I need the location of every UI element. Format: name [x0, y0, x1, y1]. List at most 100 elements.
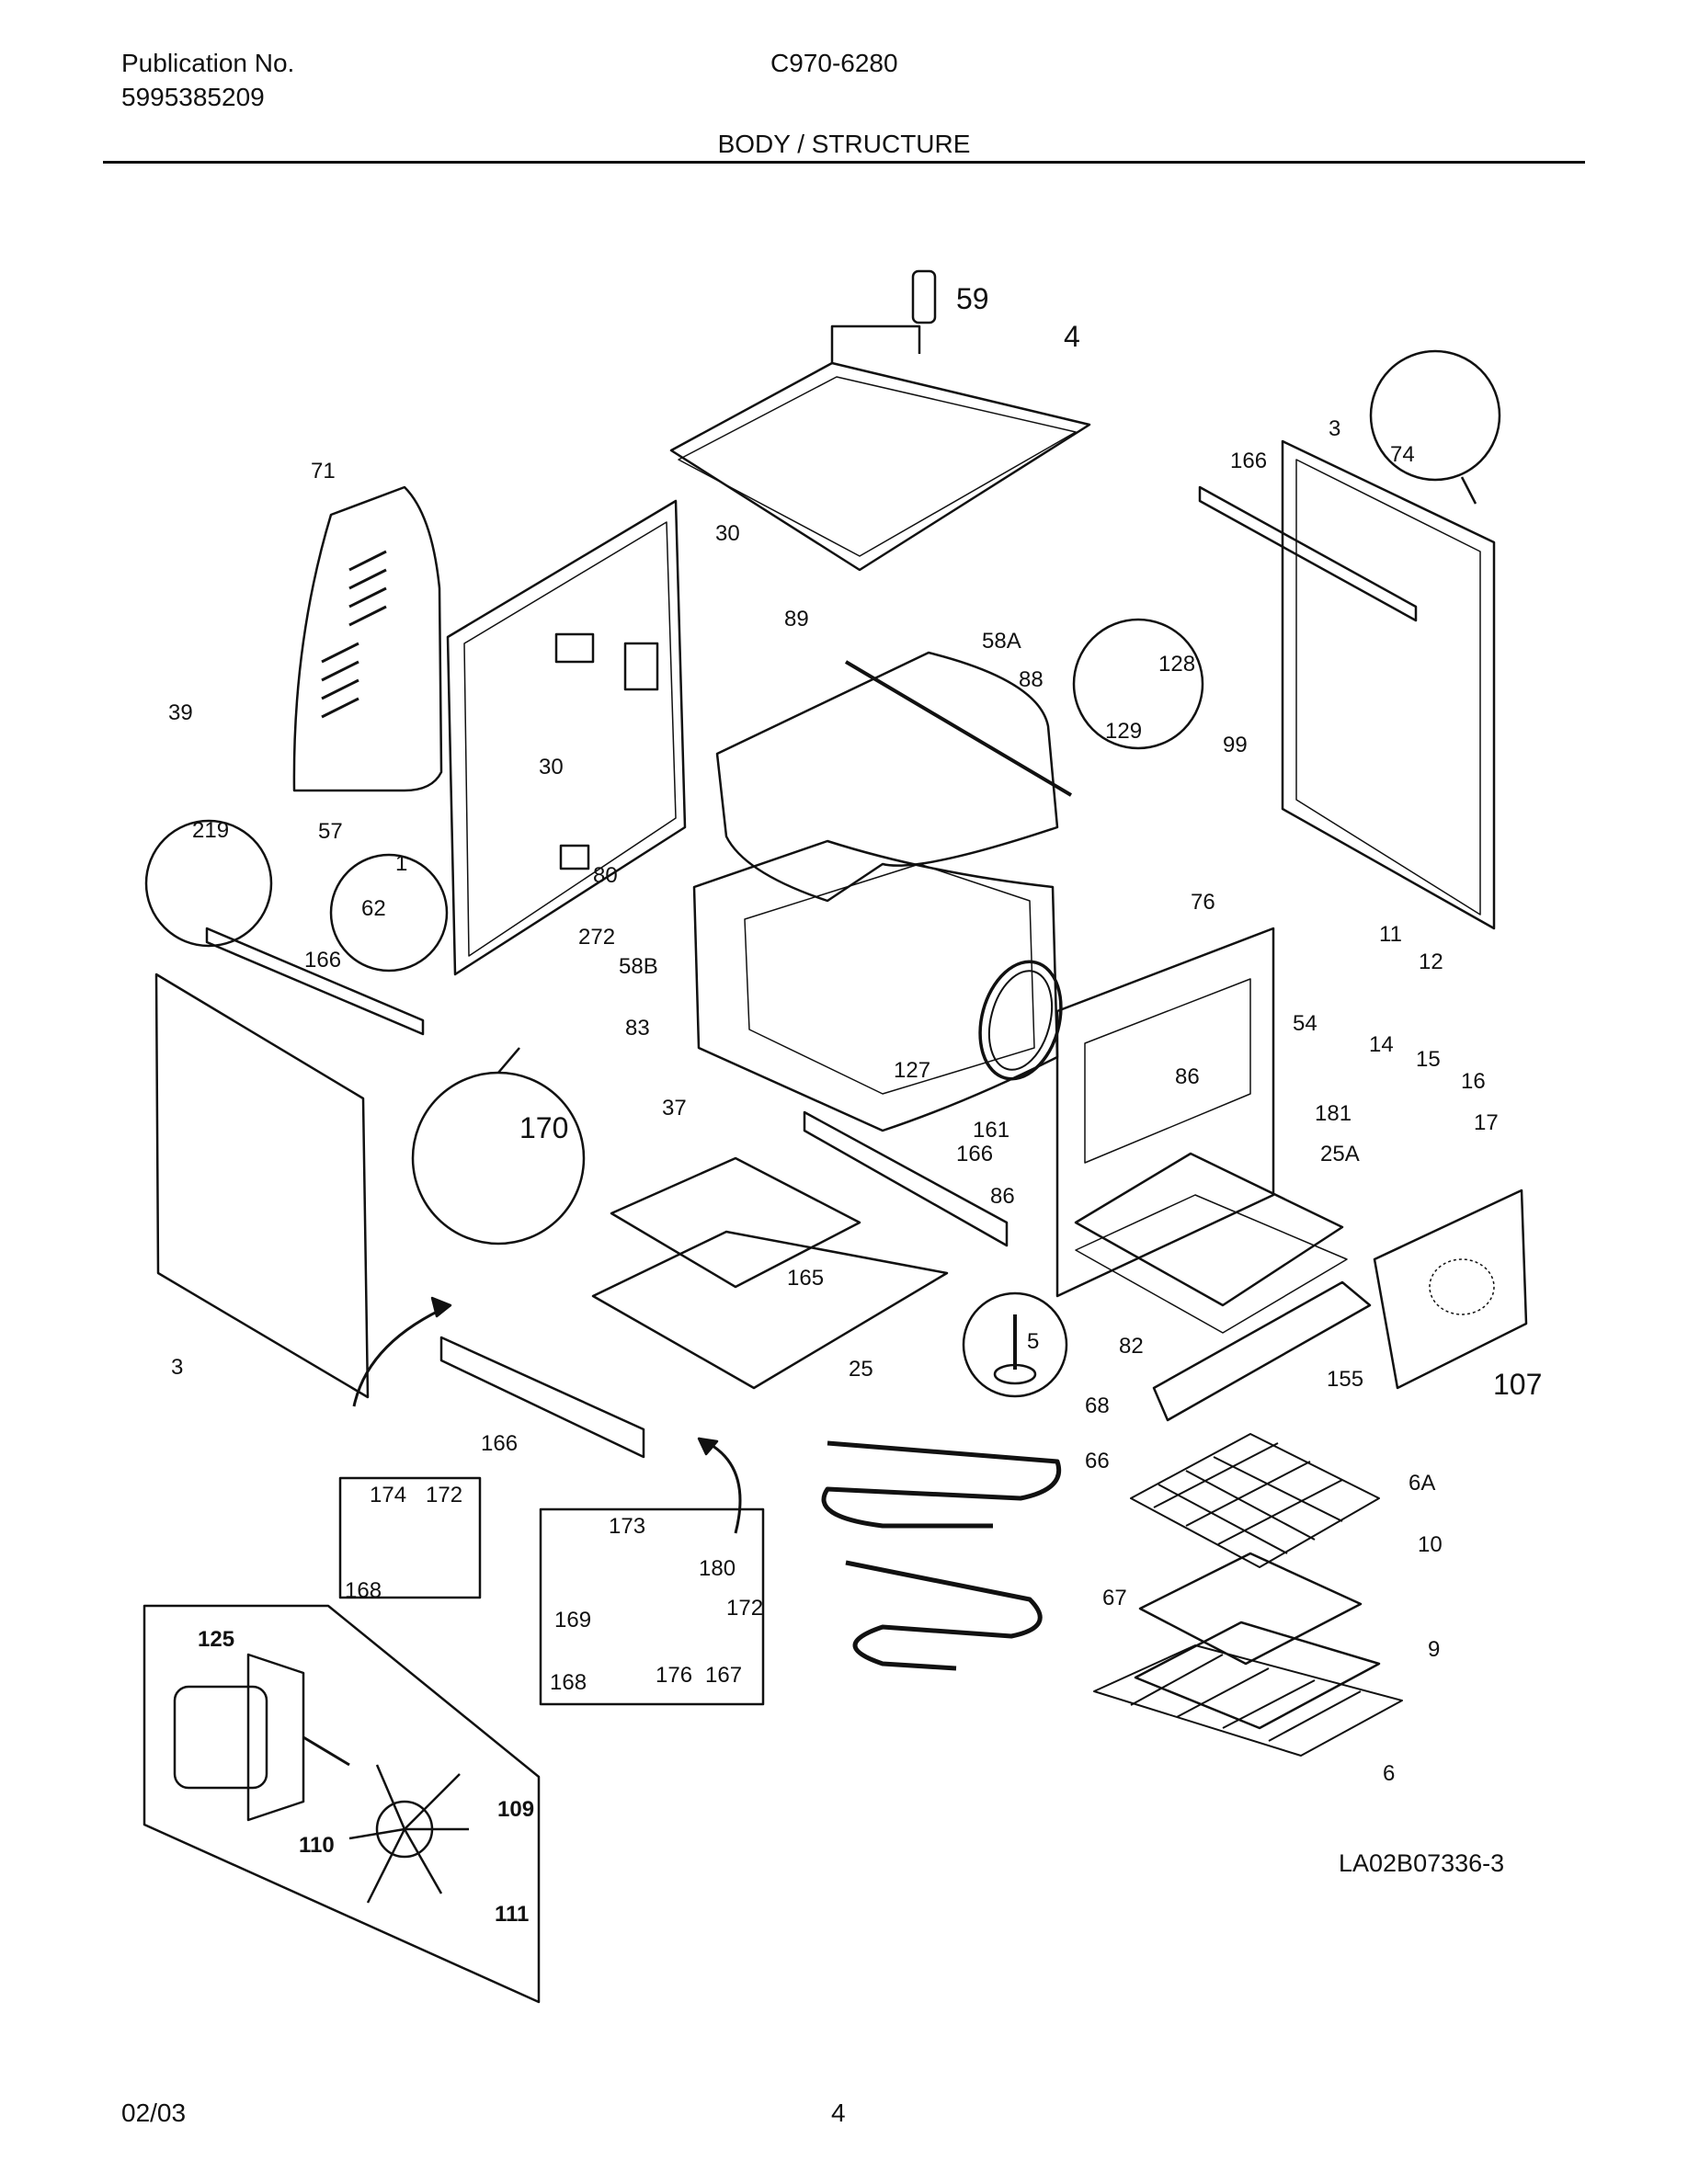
inset-box-173-180 — [539, 1507, 765, 1706]
drawer-assembly — [1074, 1152, 1348, 1334]
callout-83: 83 — [625, 1016, 650, 1041]
callout-99: 99 — [1223, 733, 1248, 757]
model-number: C970-6280 — [770, 49, 898, 77]
detail-circle-128 — [1072, 618, 1204, 750]
callout-167: 167 — [705, 1663, 742, 1688]
callout-58B: 58B — [619, 954, 658, 979]
fan-blade-part-109 — [348, 1764, 469, 1904]
callout-128: 128 — [1158, 652, 1195, 677]
page-number: 4 — [831, 2099, 846, 2127]
callout-67: 67 — [1102, 1586, 1127, 1610]
callout-172: 172 — [426, 1483, 462, 1507]
inset-box-174-172 — [338, 1476, 482, 1599]
callout-86: 86 — [1175, 1064, 1200, 1089]
callout-168b: 168 — [550, 1670, 587, 1695]
callout-30b: 30 — [539, 755, 564, 779]
callout-labels: 59 4 3 74 166 71 30 89 58A 88 128 129 99… — [168, 282, 1542, 1927]
callout-14: 14 — [1369, 1032, 1394, 1057]
callout-17: 17 — [1474, 1110, 1499, 1135]
callout-6A: 6A — [1409, 1471, 1435, 1496]
broil-pan-part-9 — [1134, 1621, 1381, 1730]
callout-166b: 166 — [304, 948, 341, 973]
callout-219: 219 — [192, 818, 229, 843]
callout-109: 109 — [497, 1797, 534, 1822]
callout-39: 39 — [168, 700, 193, 725]
callout-57: 57 — [318, 819, 343, 844]
callout-166c: 166 — [956, 1142, 993, 1166]
callout-54: 54 — [1293, 1011, 1317, 1036]
callout-71: 71 — [311, 459, 336, 483]
leveler-leg-part-5 — [993, 1314, 1037, 1385]
detail-circle-219 — [144, 819, 273, 948]
callout-74: 74 — [1390, 442, 1415, 467]
callout-129: 129 — [1105, 719, 1142, 744]
rear-cover-part-71 — [292, 485, 443, 792]
callout-86b: 86 — [990, 1184, 1015, 1209]
callout-127: 127 — [894, 1058, 930, 1083]
footer-date: 02/03 — [121, 2099, 187, 2127]
callout-89: 89 — [784, 607, 809, 631]
front-frame-part-76 — [1055, 927, 1275, 1298]
publication-label: Publication No. — [121, 49, 295, 77]
rail-part-166-top — [1198, 485, 1418, 622]
rail-part-166-bottom — [439, 1336, 645, 1459]
callout-5: 5 — [1027, 1329, 1039, 1354]
callout-181: 181 — [1315, 1101, 1352, 1126]
rear-panel-part-1 — [446, 499, 687, 976]
callout-62: 62 — [361, 896, 386, 921]
kickplate-part-155 — [1152, 1280, 1372, 1422]
callout-174: 174 — [370, 1483, 406, 1507]
bottom-panels — [591, 1156, 949, 1390]
callout-68: 68 — [1085, 1393, 1110, 1418]
callout-272: 272 — [578, 925, 615, 950]
callout-111: 111 — [495, 1902, 529, 1927]
detail-circle-5 — [962, 1291, 1068, 1398]
callout-125: 125 — [198, 1627, 234, 1652]
callout-9: 9 — [1428, 1637, 1440, 1662]
callout-172b: 172 — [726, 1596, 763, 1621]
right-side-panel-part-3 — [1281, 439, 1496, 930]
callout-161: 161 — [973, 1118, 1009, 1143]
callout-30: 30 — [715, 521, 740, 546]
detail-circle-62 — [329, 853, 449, 973]
left-side-panel-part-3 — [154, 973, 370, 1399]
inset-box-fan-motor — [143, 1604, 541, 2004]
callout-25A: 25A — [1320, 1142, 1360, 1166]
callout-1: 1 — [395, 851, 407, 876]
callout-176: 176 — [656, 1663, 692, 1688]
callout-169: 169 — [554, 1608, 591, 1632]
callout-3b: 3 — [171, 1355, 183, 1380]
callout-10: 10 — [1418, 1532, 1443, 1557]
callout-58A: 58A — [982, 629, 1021, 654]
broil-pan-insert-part-10 — [1138, 1552, 1363, 1666]
callout-165: 165 — [787, 1266, 824, 1291]
fan-motor-part-125 — [173, 1653, 350, 1822]
detail-circle-74 — [1369, 349, 1501, 482]
callout-11: 11 — [1379, 922, 1402, 947]
callout-155: 155 — [1327, 1367, 1363, 1392]
rack-part-6 — [1093, 1644, 1403, 1757]
oven-cavity — [692, 839, 1059, 1132]
callout-168: 168 — [345, 1578, 382, 1603]
callout-82: 82 — [1119, 1334, 1144, 1359]
callout-66: 66 — [1085, 1449, 1110, 1473]
callout-6: 6 — [1383, 1761, 1395, 1786]
callout-170: 170 — [519, 1111, 568, 1144]
callout-107: 107 — [1493, 1368, 1542, 1401]
callout-12: 12 — [1419, 950, 1443, 974]
callout-59: 59 — [956, 282, 989, 315]
top-panel-part-4 — [669, 269, 1091, 572]
publication-number: 5995385209 — [121, 83, 265, 111]
header-rule — [103, 161, 1585, 164]
callout-16: 16 — [1461, 1069, 1486, 1094]
callout-166: 166 — [1230, 449, 1267, 473]
callout-180: 180 — [699, 1556, 736, 1581]
callout-76: 76 — [1191, 890, 1215, 915]
rack-part-6A — [1130, 1433, 1380, 1568]
drawing-number: LA02B07336-3 — [1339, 1849, 1505, 1877]
callout-25: 25 — [849, 1357, 873, 1382]
callout-4: 4 — [1064, 320, 1080, 353]
section-title: BODY / STRUCTURE — [717, 130, 971, 158]
callout-173: 173 — [609, 1514, 645, 1539]
